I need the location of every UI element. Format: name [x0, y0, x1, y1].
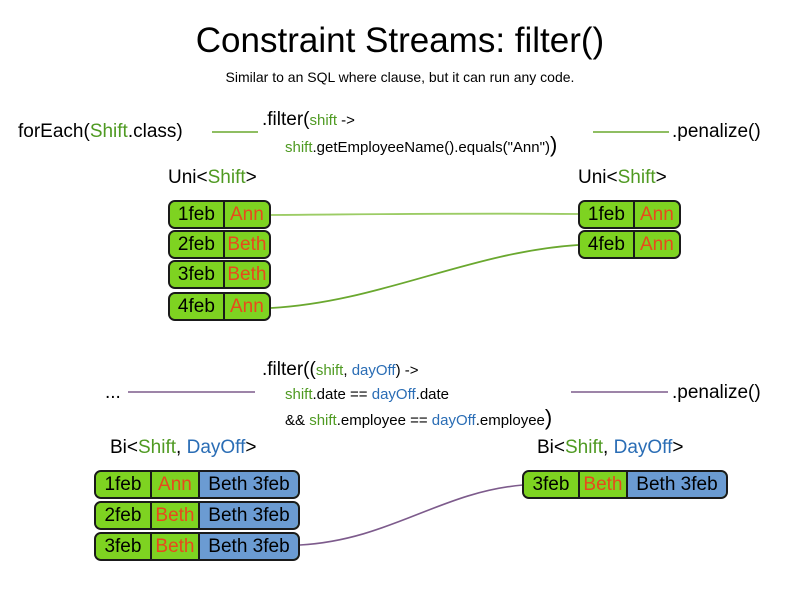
tuple-cell-date: 3feb	[170, 262, 223, 287]
uni-filter-arrow: ->	[337, 112, 355, 129]
tuple-cell-date: 3feb	[96, 534, 150, 559]
bi-filter-l3-mid: .employee ==	[336, 412, 432, 429]
tuple-cell-name: Beth	[222, 262, 269, 287]
uni-left-label-type: Shift	[207, 167, 246, 188]
bi-left-label-type-a: Shift	[138, 437, 177, 458]
bi-filter-open: .filter((	[262, 359, 316, 380]
tuple-cell-dayoff: Beth 3feb	[197, 472, 298, 497]
bi-filter-param-a: shift	[315, 362, 344, 379]
uni-right-stream-label: Uni<Shift>	[578, 166, 667, 189]
tuple-cell-name: Beth	[577, 472, 626, 497]
tuple-cell-name: Beth	[222, 232, 269, 257]
uni-filter-close-paren: )	[549, 132, 558, 157]
bi-filter-param-b: dayOff	[351, 362, 396, 379]
bi-filter-l3-param-a: shift	[309, 412, 337, 429]
uni-left-label-prefix: Uni<	[168, 167, 208, 188]
bi-filter-l2-param-a: shift	[285, 386, 313, 403]
bi-filter-l3-tail: .employee	[475, 412, 545, 429]
bi-source-ellipsis: ...	[105, 382, 121, 403]
tuple-row[interactable]: 4feb Ann	[578, 230, 681, 259]
tuple-row[interactable]: 1feb Ann	[168, 200, 271, 229]
tuple-cell-date: 2feb	[170, 232, 223, 257]
bi-filter-l3-prefix: &&	[285, 412, 310, 429]
flow-curve-4feb	[270, 244, 579, 309]
bi-left-stream-label: Bi<Shift, DayOff>	[110, 436, 256, 459]
foreach-type: Shift	[89, 121, 128, 142]
flow-curve-3feb-bi	[299, 484, 524, 546]
uni-left-label-suffix: >	[245, 167, 257, 188]
bi-filter-line2: shift.date == dayOff.date	[285, 385, 449, 404]
bi-right-stream-label: Bi<Shift, DayOff>	[537, 436, 683, 459]
uni-filter-open: .filter(	[262, 109, 310, 130]
uni-right-label-suffix: >	[655, 167, 667, 188]
tuple-cell-name: Beth	[149, 534, 198, 559]
tuple-row[interactable]: 1feb Ann Beth 3feb	[94, 470, 300, 499]
page-title: Constraint Streams: filter()	[195, 21, 605, 60]
uni-filter-body-param: shift	[285, 139, 313, 156]
foreach-suffix: .class)	[127, 121, 183, 142]
tuple-cell-date: 2feb	[96, 503, 150, 528]
tuple-cell-date: 4feb	[170, 294, 223, 319]
tuple-row[interactable]: 2feb Beth	[168, 230, 271, 259]
bi-right-label-type-b: DayOff	[613, 437, 673, 458]
tuple-row[interactable]: 1feb Ann	[578, 200, 681, 229]
tuple-cell-name: Ann	[632, 202, 679, 227]
uni-penalize-call: .penalize()	[672, 121, 761, 142]
tuple-row[interactable]: 3feb Beth Beth 3feb	[522, 470, 728, 499]
bi-left-label-comma: ,	[176, 437, 187, 458]
uni-filter-param: shift	[309, 112, 338, 129]
tuple-cell-name: Ann	[222, 202, 269, 227]
bi-filter-l2-param-b: dayOff	[371, 386, 416, 403]
bi-right-label-prefix: Bi<	[537, 437, 565, 458]
tuple-cell-name: Beth	[149, 503, 198, 528]
tuple-cell-date: 1feb	[580, 202, 633, 227]
bi-filter-line3: && shift.employee == dayOff.employee)	[285, 405, 553, 430]
tuple-cell-dayoff: Beth 3feb	[197, 534, 298, 559]
tuple-cell-name: Ann	[632, 232, 679, 257]
tuple-cell-dayoff: Beth 3feb	[197, 503, 298, 528]
foreach-call: forEach(Shift.class)	[18, 120, 183, 143]
tuple-cell-date: 1feb	[170, 202, 223, 227]
uni-filter-line2: shift.getEmployeeName().equals("Ann"))	[285, 132, 558, 157]
foreach-prefix: forEach(	[18, 121, 90, 142]
bi-left-label-suffix: >	[245, 437, 257, 458]
tuple-cell-name: Ann	[222, 294, 269, 319]
tuple-cell-date: 4feb	[580, 232, 633, 257]
uni-right-label-prefix: Uni<	[578, 167, 618, 188]
bi-right-label-comma: ,	[603, 437, 614, 458]
bi-penalize-call: .penalize()	[672, 382, 761, 403]
bi-filter-close-paren: )	[544, 405, 553, 430]
tuple-row[interactable]: 4feb Ann	[168, 292, 271, 321]
bi-right-label-type-a: Shift	[565, 437, 604, 458]
bi-right-label-suffix: >	[672, 437, 684, 458]
bi-left-label-prefix: Bi<	[110, 437, 138, 458]
tuple-cell-date: 1feb	[96, 472, 150, 497]
bi-filter-comma: ,	[343, 362, 352, 379]
flow-curve-1feb	[270, 212, 579, 216]
tuple-row[interactable]: 2feb Beth Beth 3feb	[94, 501, 300, 530]
uni-right-label-type: Shift	[617, 167, 656, 188]
bi-filter-l2-tail: .date	[415, 386, 450, 403]
uni-filter-body-expr: .getEmployeeName().equals("Ann")	[312, 139, 550, 156]
uni-filter-line1: .filter(shift ->	[262, 108, 355, 131]
uni-left-stream-label: Uni<Shift>	[168, 166, 257, 189]
tuple-row[interactable]: 3feb Beth Beth 3feb	[94, 532, 300, 561]
bi-filter-l2-mid: .date ==	[312, 386, 372, 403]
bi-filter-l3-param-b: dayOff	[431, 412, 476, 429]
tuple-cell-date: 3feb	[524, 472, 578, 497]
bi-left-label-type-b: DayOff	[186, 437, 246, 458]
bi-filter-line1: .filter((shift, dayOff) ->	[262, 358, 419, 381]
bi-filter-arrow: ) ->	[395, 362, 419, 379]
page-subtitle: Similar to an SQL where clause, but it c…	[225, 69, 575, 85]
tuple-cell-name: Ann	[149, 472, 198, 497]
tuple-row[interactable]: 3feb Beth	[168, 260, 271, 289]
tuple-cell-dayoff: Beth 3feb	[625, 472, 726, 497]
